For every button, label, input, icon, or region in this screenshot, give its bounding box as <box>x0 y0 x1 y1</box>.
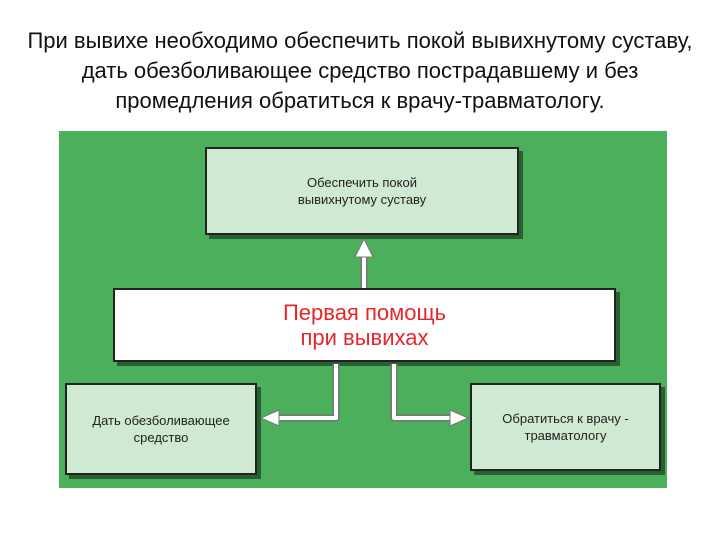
arrow-right <box>390 364 470 427</box>
center-box-text: Первая помощь при вывихах <box>282 300 447 350</box>
right-box-text: Обратиться к врачу - травматологу <box>502 411 629 443</box>
top-box: Обеспечить покой вывихнутому суставу <box>205 147 519 235</box>
arrow-up <box>354 237 374 288</box>
left-box-text: Дать обезболивающее средство <box>92 413 230 445</box>
connector-arrows <box>259 237 470 427</box>
right-box: Обратиться к врачу - травматологу <box>470 383 661 471</box>
diagram-panel: Обеспечить покой вывихнутому суставу Пер… <box>59 131 667 488</box>
center-box: Первая помощь при вывихах <box>113 288 616 362</box>
arrow-left <box>259 364 340 427</box>
page-title: При вывихе необходимо обеспечить покой в… <box>27 28 693 113</box>
top-box-text: Обеспечить покой вывихнутому суставу <box>297 175 427 207</box>
left-box: Дать обезболивающее средство <box>65 383 257 475</box>
